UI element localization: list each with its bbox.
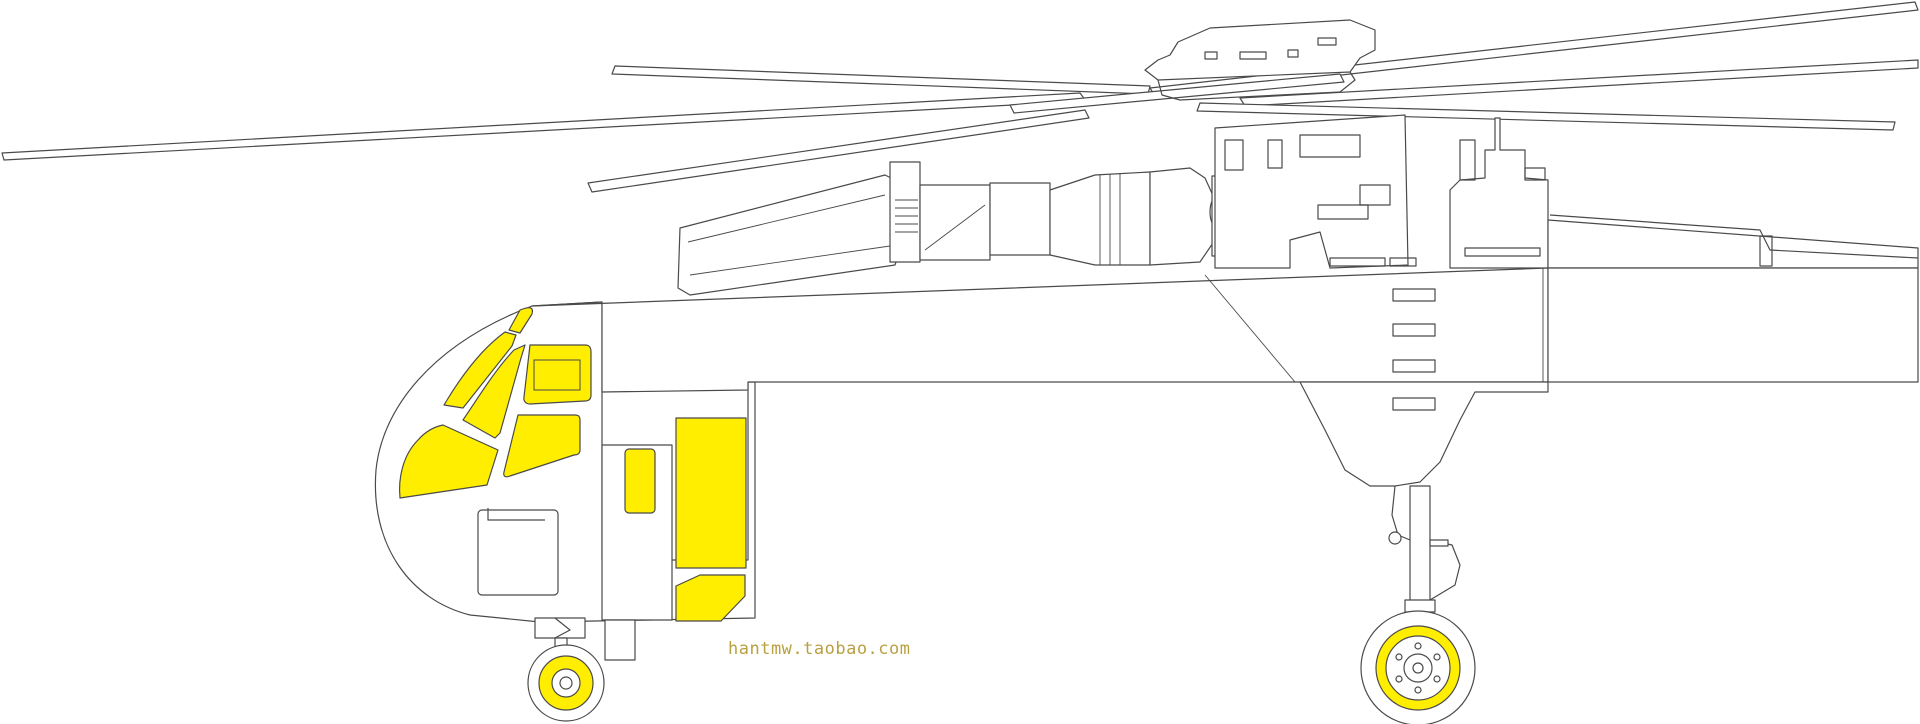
tower-detail [1524, 167, 1546, 181]
aft-deck-edge [1549, 214, 1919, 259]
main-gear-strut [1409, 485, 1431, 607]
main-gear-joint [1388, 531, 1402, 545]
fuselage [374, 267, 1919, 623]
main-gear-brace [1429, 539, 1461, 601]
main-wheel-bolts [1395, 642, 1441, 694]
tail-vents [1392, 288, 1436, 411]
nose-wheel-axle [559, 676, 573, 690]
tail-section [1547, 267, 1919, 383]
engine-exhaust-bulb [1149, 167, 1216, 266]
rotor-blade-left-low [587, 109, 1090, 193]
engine-compressor [919, 184, 991, 261]
hub-vent [1287, 49, 1299, 58]
door-window [624, 448, 656, 514]
cowl-line [687, 194, 886, 243]
hatch-detail [487, 508, 545, 521]
aft-deck-part [1759, 235, 1773, 267]
main-gear [1360, 485, 1476, 724]
hub-vent [1204, 51, 1218, 60]
aft-upper-deck [1547, 219, 1919, 269]
lower-side-hatch [477, 509, 559, 596]
intake-grille [895, 199, 918, 233]
yellow-mask-panels [398, 307, 747, 622]
transmission-part [1317, 204, 1369, 220]
main-gear-clip [1429, 539, 1449, 547]
engine-cowling-left [677, 174, 901, 296]
side-panel-window [675, 417, 747, 569]
rotor-blade-right-low [1196, 102, 1896, 131]
transmission-part [1224, 139, 1244, 171]
canopy-top-sliver [508, 307, 534, 334]
main-wheel-axle [1412, 662, 1424, 674]
watermark-text: hantmw.taobao.com [728, 639, 911, 659]
transmission-part [1389, 257, 1417, 267]
cockpit-side-window-bottom [503, 414, 581, 478]
lower-side-window [675, 574, 746, 622]
engine-strut [924, 204, 986, 251]
transmission-part [1299, 134, 1361, 158]
intake-frame [889, 161, 921, 263]
main-wheel-rim [1385, 635, 1451, 701]
tower-detail [1459, 139, 1476, 181]
hub-vent [1239, 51, 1267, 60]
cowl-line [689, 245, 891, 276]
hub-vent [1317, 37, 1337, 46]
main-gear-axle-block [1404, 599, 1436, 613]
hub-lower-ring [1157, 71, 1356, 101]
main-gear-link [1391, 485, 1411, 541]
transmission-part [1329, 257, 1386, 267]
nose-wheel-center [551, 668, 581, 698]
rotor-head [1144, 19, 1376, 101]
nose-gear-link [554, 617, 571, 639]
main-wheel-center [1403, 653, 1433, 683]
nose-gear-leg [604, 619, 636, 661]
fuselage-crease [1204, 274, 1296, 383]
rotor-blade-center-crossing [1009, 73, 1345, 114]
transmission-frame [1214, 114, 1409, 269]
rotor-blade-right-mid [1239, 59, 1919, 107]
rotor-blades [1, 1, 1919, 193]
windscreen-upper-middle [462, 344, 526, 439]
rotor-blade-left-top [611, 65, 1151, 95]
rotor-hub-cap [1144, 19, 1376, 81]
nose-chin-window [398, 424, 499, 499]
rotor-blade-left-long [1, 92, 1087, 161]
tailboom-lower [1299, 381, 1549, 487]
side-window-inner-frame [533, 359, 581, 391]
engine-deck [677, 114, 1919, 296]
transmission-part [1267, 139, 1283, 169]
tower-detail [1464, 247, 1541, 257]
transmission-part [1359, 184, 1391, 206]
engine-section [989, 182, 1051, 256]
windscreen-upper-left [443, 331, 517, 409]
nose-gear [527, 617, 636, 722]
